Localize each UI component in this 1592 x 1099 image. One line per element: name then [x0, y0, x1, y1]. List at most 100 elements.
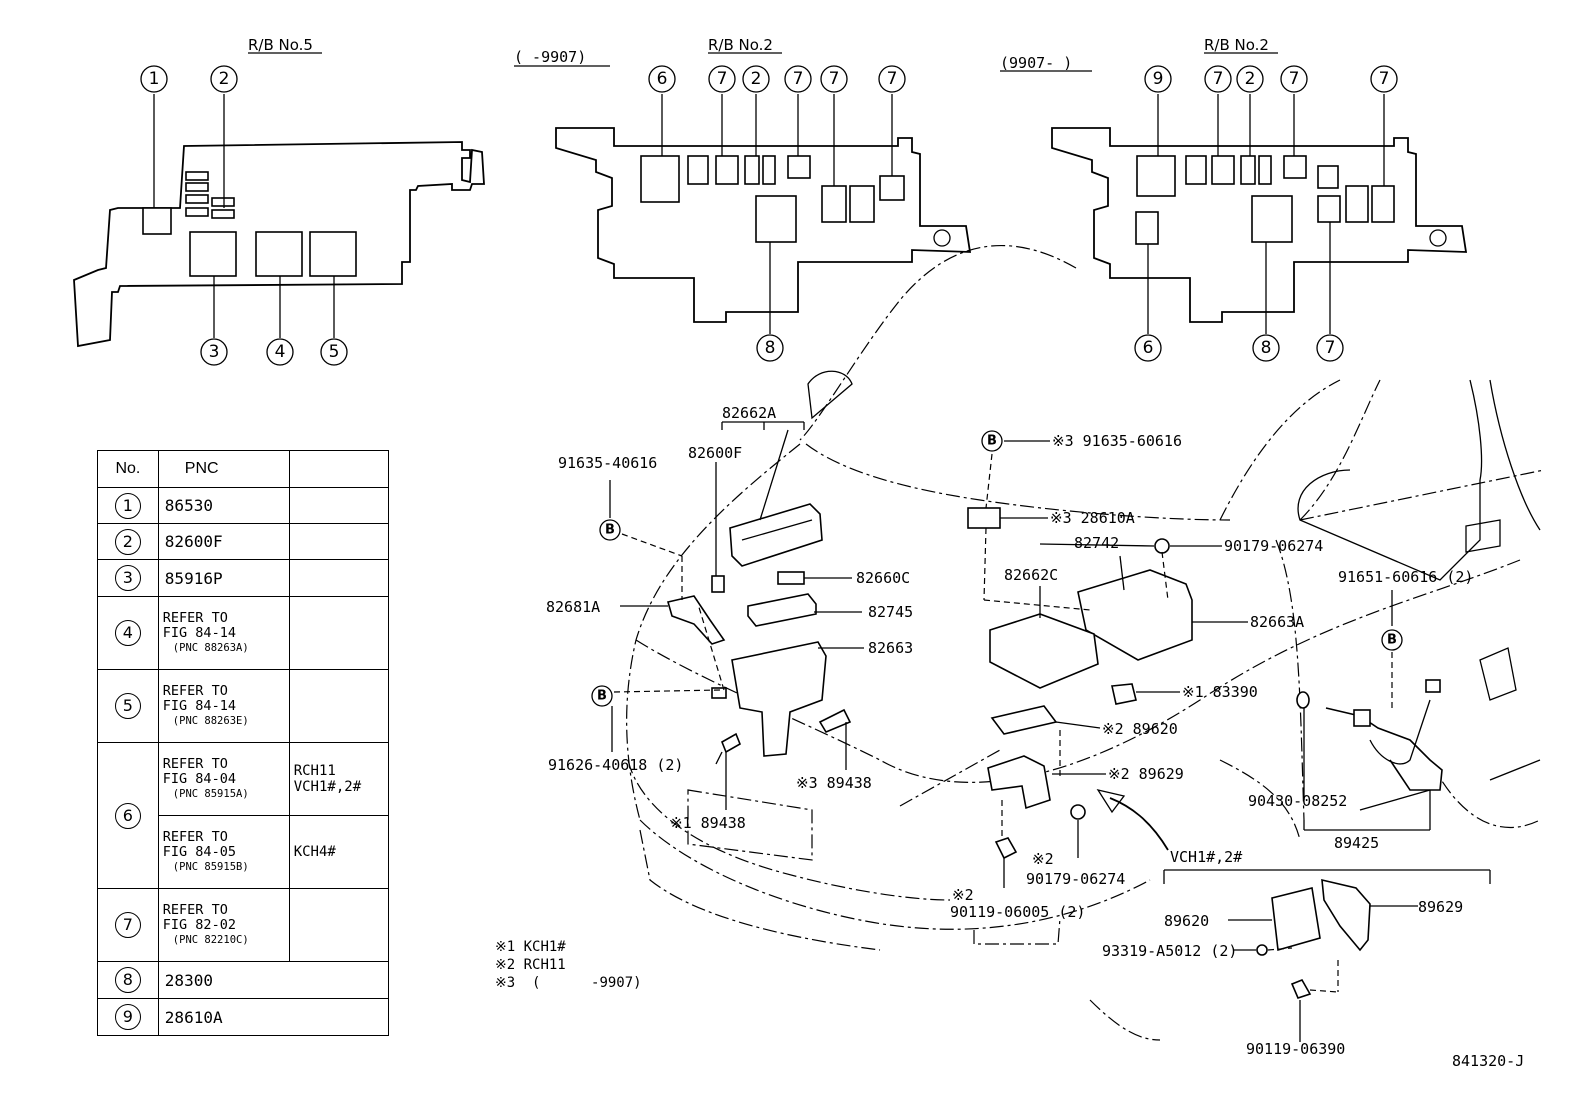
rb2b-callout-2: 2 [1245, 69, 1256, 89]
pnc-table: No. PNC 1 86530 2 82600F 3 85916P 4 REFE… [97, 450, 390, 1036]
table-header-pnc: PNC [157, 450, 290, 488]
label-vch: VCH1#,2# [1170, 848, 1242, 866]
rb5-callout-4: 4 [275, 342, 286, 362]
row-note [288, 559, 390, 597]
part-82662C [989, 613, 1099, 689]
footnotes: ※1 KCH1# ※2 RCH11 ※3 ( -9907) [495, 938, 642, 992]
rb2b-callout-7c: 7 [1379, 69, 1390, 89]
ref-line: REFER TO [162, 901, 228, 918]
table-row: 7 REFER TO FIG 82-02 (PNC 82210C) [97, 888, 390, 962]
rb2a-callout-6: 6 [657, 69, 668, 89]
rb2b-callout-7b: 7 [1289, 69, 1300, 89]
part-82662A [729, 503, 823, 567]
row-pnc: 82600F [157, 523, 290, 560]
label-82745: 82745 [868, 603, 913, 621]
part-89620-2 [990, 705, 1058, 735]
rb5-callout-2: 2 [219, 69, 230, 89]
row-number: 2 [114, 528, 141, 555]
footnote: ※1 KCH1# [495, 939, 566, 955]
ref-sub: (PNC 88263E) [172, 714, 249, 727]
row-number: 3 [114, 565, 141, 591]
b-markers: B B B B [591, 430, 1403, 707]
part-89438-1 [720, 732, 742, 754]
label-82681A: 82681A [546, 598, 600, 616]
label-82600F: 82600F [688, 444, 742, 462]
label-89620: 89620 [1164, 912, 1209, 930]
row-note [288, 523, 390, 560]
row-note [288, 487, 390, 524]
rb5-group: R/B No.5 1 2 3 4 5 [73, 36, 485, 366]
ref-line: REFER TO [162, 609, 228, 626]
vehicle-outline [626, 244, 1545, 1041]
rb2b-range: (9907- ) [1000, 54, 1072, 72]
rb2b-callout-7d: 7 [1325, 338, 1336, 358]
ref-sub: (PNC 82210C) [172, 933, 249, 946]
row-number: 7 [114, 912, 141, 938]
label-90119-06390: 90119-06390 [1246, 1040, 1345, 1058]
rb2a-title: R/B No.2 [708, 36, 773, 54]
table-header-row: No. PNC [97, 450, 390, 488]
part-89438-3 [818, 708, 852, 734]
rb2a-group: ( -9907) R/B No.2 6 7 2 7 7 [514, 36, 972, 362]
ref-line: REFER TO [162, 682, 228, 699]
parts-shapes [666, 503, 1443, 999]
rb2b-title: R/B No.2 [1204, 36, 1269, 54]
part-labels: 82662A 82600F 91635-40616 82681A 82660C … [546, 404, 1524, 1070]
label-90119-06005: 90119-06005 (2) [950, 903, 1085, 921]
footnote: ※2 RCH11 [495, 957, 566, 973]
label-89620-2: ※2 89620 [1102, 720, 1178, 738]
label-91635-40616: 91635-40616 [558, 454, 657, 472]
ref-line: FIG 84-14 [162, 624, 236, 641]
rb2b-callout-7a: 7 [1213, 69, 1224, 89]
label-28610A: ※3 28610A [1050, 509, 1135, 527]
figure-id: 841320-J [1452, 1052, 1524, 1070]
part-82600F [711, 575, 725, 593]
table-header-no: No. [97, 450, 159, 488]
row-note [288, 669, 390, 743]
table-row: 8 28300 [97, 961, 390, 999]
row-note [288, 596, 390, 670]
label-82660C: 82660C [856, 569, 910, 587]
label-89438-3: ※3 89438 [796, 774, 872, 792]
row-ref: REFER TO FIG 84-14 (PNC 88263A) [157, 596, 290, 670]
leaders [609, 421, 1491, 1042]
ref-sub: (PNC 85915A) [172, 787, 249, 800]
label-82742: 82742 [1074, 534, 1119, 552]
label-89629-2: ※2 89629 [1108, 765, 1184, 783]
row-ref: REFER TO FIG 84-04 (PNC 85915A) [157, 742, 290, 816]
table-row: 6 REFER TO FIG 84-04 (PNC 85915A) RCH11 … [97, 742, 390, 889]
ref-line: FIG 84-04 [162, 770, 236, 787]
label-82662C: 82662C [1004, 566, 1058, 584]
ref-sub: (PNC 88263A) [172, 641, 249, 654]
rb2a-callout-7c: 7 [829, 69, 840, 89]
rb2a-callout-7d: 7 [887, 69, 898, 89]
table-header-empty [288, 450, 390, 488]
part-82681A [666, 595, 726, 645]
row-ref: REFER TO FIG 82-02 (PNC 82210C) [157, 888, 290, 962]
rb2a-callout-7b: 7 [793, 69, 804, 89]
row-pnc: 85916P [157, 559, 290, 597]
row-note [288, 888, 390, 962]
part-82660C [777, 571, 805, 585]
label-90430: 90430-08252 [1248, 792, 1347, 810]
label-91651: 91651-60616 (2) [1338, 568, 1473, 586]
label-83390: ※1 83390 [1182, 683, 1258, 701]
row-pnc: 28610A [157, 998, 390, 1036]
row-note: KCH4# [288, 815, 390, 889]
rb2a-callout-2: 2 [751, 69, 762, 89]
label-91626: 91626-40618 (2) [548, 756, 683, 774]
rb2a-callout-8: 8 [765, 338, 776, 358]
table-row: 2 82600F [97, 523, 390, 560]
table-row: 4 REFER TO FIG 84-14 (PNC 88263A) [97, 596, 390, 670]
b-marker-3: B [987, 434, 997, 449]
label-82663A: 82663A [1250, 613, 1304, 631]
label-89438-1: ※1 89438 [670, 814, 746, 832]
part-28610A [967, 507, 1001, 529]
inset-89620 [1271, 887, 1321, 952]
label-90179-top: 90179-06274 [1224, 537, 1323, 555]
row-number: 4 [114, 620, 141, 646]
table-row: REFER TO FIG 84-05 (PNC 85915B) KCH4# [98, 815, 390, 889]
rb2b-callout-6: 6 [1143, 338, 1154, 358]
rb2b-group: (9907- ) R/B No.2 9 7 [1000, 36, 1468, 362]
